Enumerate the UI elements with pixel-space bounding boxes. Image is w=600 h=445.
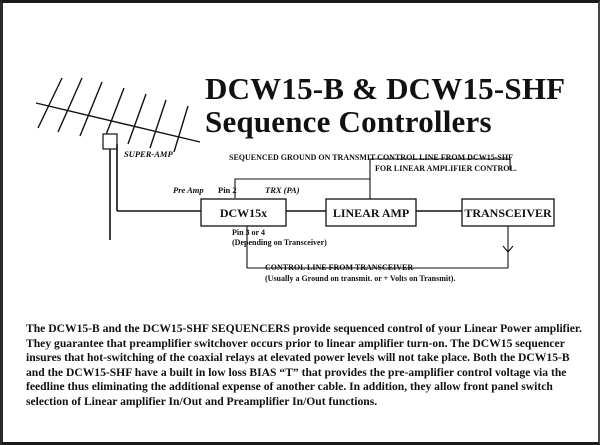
- linear-amp-box: [325, 198, 417, 227]
- down-arrow-icon: [502, 245, 514, 253]
- transceiver-box: [461, 198, 555, 227]
- antenna-element-6: [149, 99, 167, 149]
- sequenced-ground-label-1: SEQUENCED GROUND ON TRANSMIT CONTROL LIN…: [229, 153, 513, 162]
- sequenced-ground-line: [234, 158, 511, 198]
- linear-amp-label: LINEAR AMP: [333, 206, 409, 220]
- super-amp-box: [102, 133, 118, 150]
- antenna-element-1: [37, 77, 63, 129]
- yagi-antenna-icon: [35, 77, 201, 153]
- antenna-element-7: [173, 105, 189, 153]
- antenna-element-5: [127, 93, 147, 145]
- dcw15x-box: [200, 198, 287, 227]
- page-title: DCW15-B & DCW15-SHF: [205, 71, 566, 106]
- super-amp-label: SUPER-AMP: [124, 149, 173, 159]
- antenna-boom: [35, 102, 201, 143]
- transceiver-label: TRANSCEIVER: [464, 206, 552, 220]
- pre-amp-label: Pre Amp: [173, 185, 204, 195]
- sequenced-ground-label-2: FOR LINEAR AMPLIFIER CONTROL.: [375, 164, 517, 173]
- pin2-label: Pin 2: [218, 185, 237, 195]
- trx-label: TRX (PA): [265, 185, 300, 195]
- antenna-element-4: [103, 87, 125, 141]
- antenna-element-3: [79, 81, 103, 137]
- antenna-element-2: [57, 77, 83, 133]
- pin34-label-2: (Depending on Transceiver): [232, 238, 327, 247]
- dcw15x-label: DCW15x: [220, 206, 267, 220]
- control-line-label-1: CONTROL LINE FROM TRANSCEIVER: [265, 263, 413, 272]
- page-subtitle: Sequence Controllers: [205, 104, 492, 139]
- pin34-label-1: Pin 3 or 4: [232, 228, 265, 237]
- control-line-label-2: (Usually a Ground on transmit. or + Volt…: [265, 274, 455, 283]
- description-paragraph: The DCW15-B and the DCW15-SHF SEQUENCERS…: [26, 322, 582, 408]
